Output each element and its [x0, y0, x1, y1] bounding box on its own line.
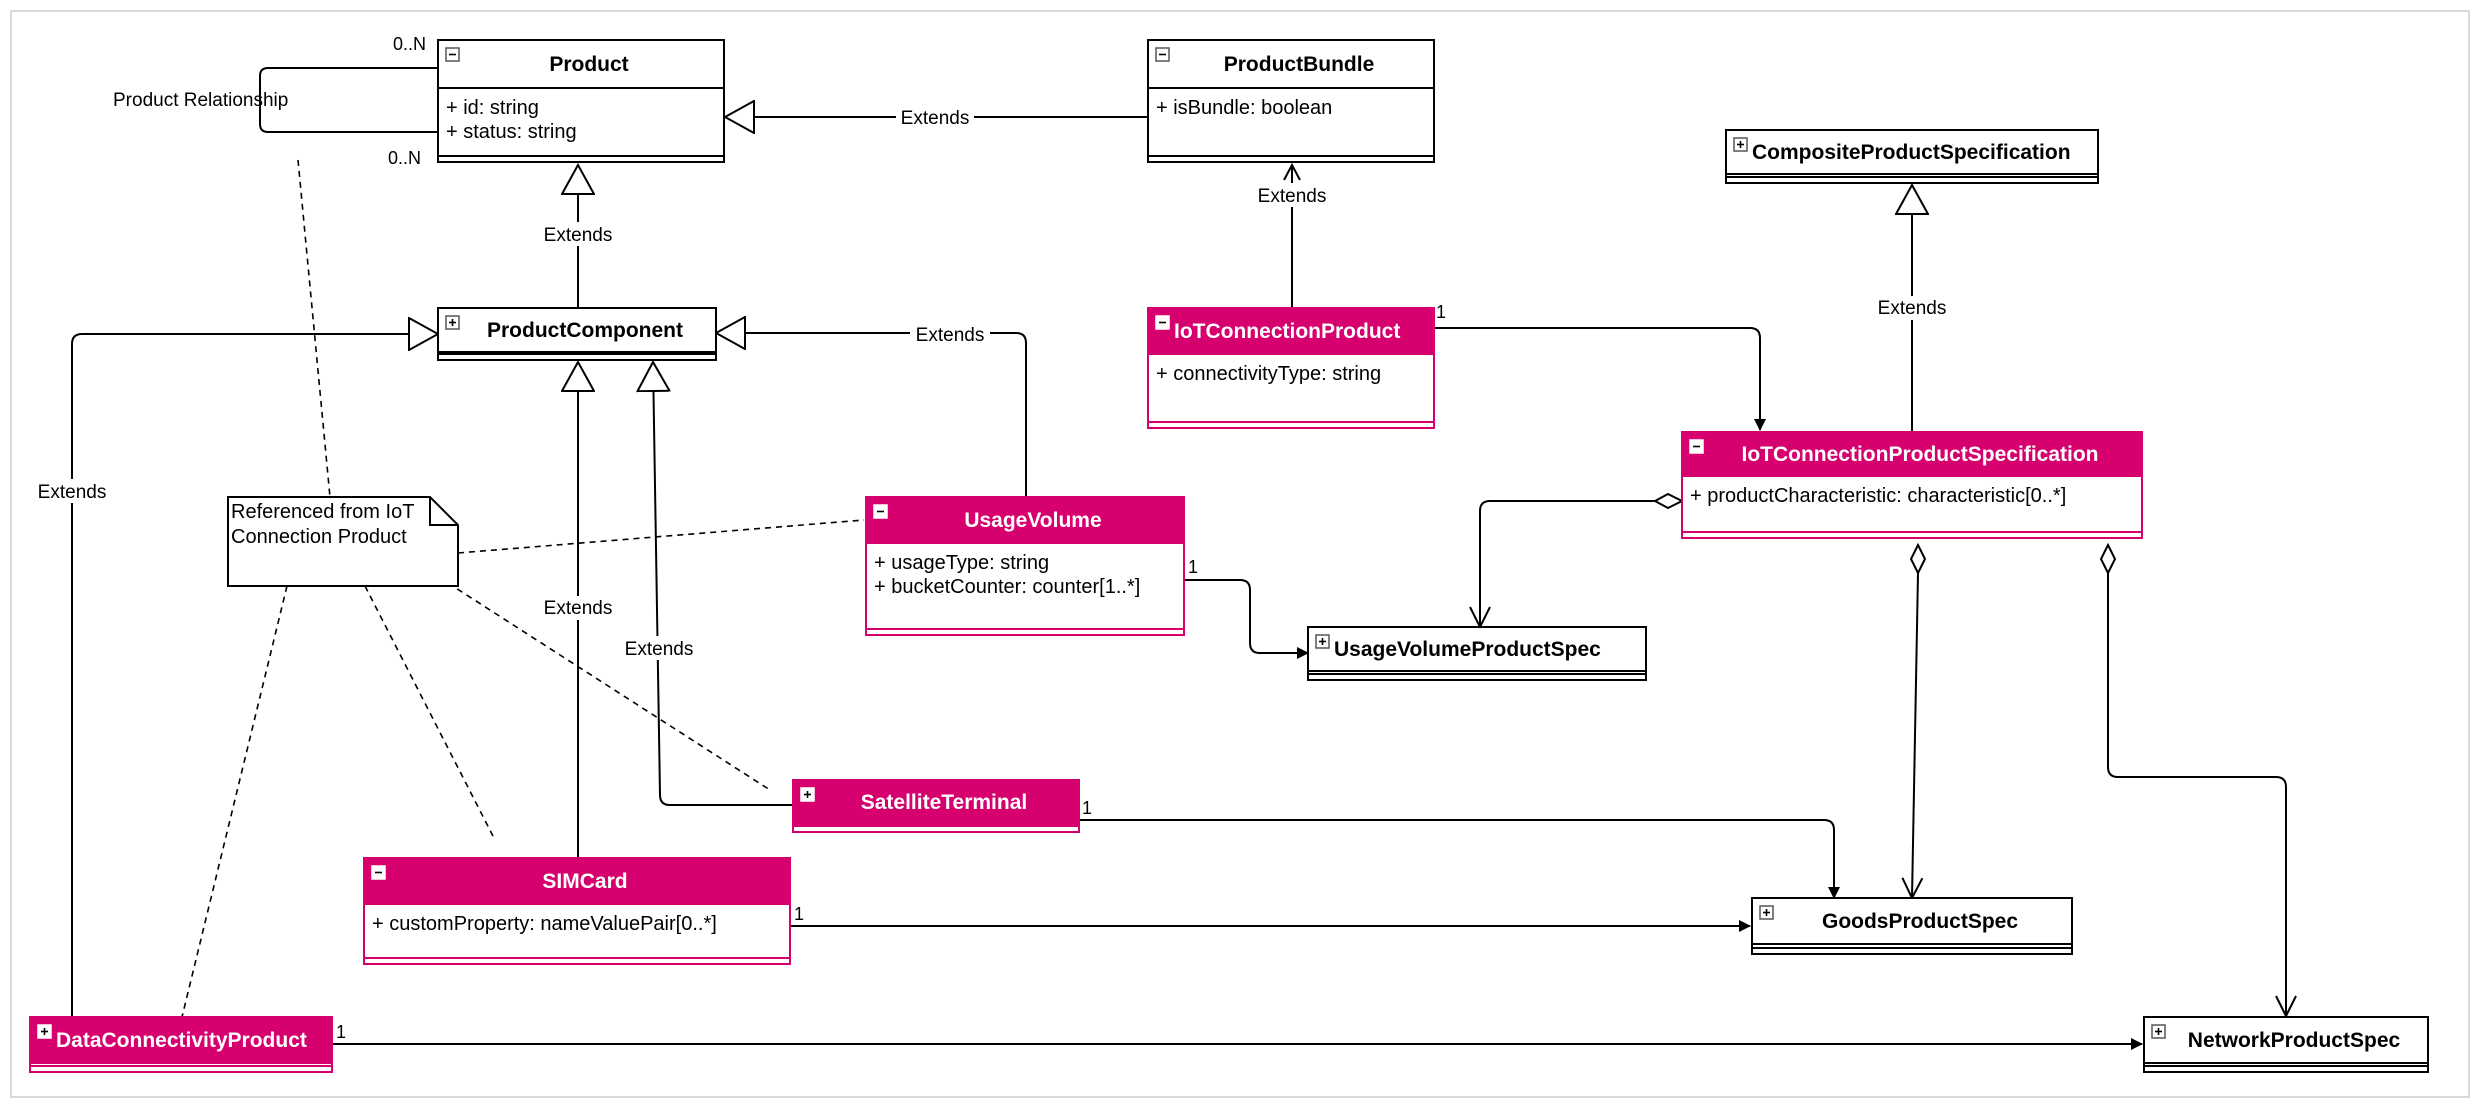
multiplicity-usage-volume: 1	[1188, 557, 1198, 577]
class-usage-volume-spec[interactable]: UsageVolumeProductSpec	[1307, 626, 1647, 681]
class-attribute: + customProperty: nameValuePair[0..*]	[372, 913, 717, 935]
class-name-usage-volume: UsageVolume	[964, 509, 1101, 532]
expand-toggle-icon[interactable]	[445, 315, 460, 330]
expand-toggle-icon[interactable]	[37, 1024, 52, 1039]
class-name-network-spec: NetworkProductSpec	[2188, 1029, 2401, 1052]
multiplicity-0n-bottom: 0..N	[388, 148, 421, 168]
multiplicity-simcard: 1	[794, 904, 804, 924]
expand-toggle-icon[interactable]	[1733, 137, 1748, 152]
extends-label-iot-spec: Extends	[1878, 298, 1947, 319]
class-iot-connection-product[interactable]: IoTConnectionProduct + connectivityType: …	[1147, 307, 1435, 429]
product-relationship-label: Product Relationship	[113, 90, 288, 111]
class-name-usage-volume-spec: UsageVolumeProductSpec	[1334, 638, 1601, 661]
class-name-iot-connection-spec: IoTConnectionProductSpecification	[1741, 443, 2098, 466]
multiplicity-0n-top: 0..N	[393, 34, 426, 54]
note-line-2: Connection Product	[231, 526, 407, 548]
note-references	[181, 159, 865, 1018]
class-data-connectivity[interactable]: DataConnectivityProduct	[29, 1016, 333, 1073]
iot-spec-aggregates-goods-spec-line	[1912, 572, 1918, 898]
collapse-toggle-icon[interactable]	[445, 47, 460, 62]
class-iot-connection-spec[interactable]: IoTConnectionProductSpecification + produ…	[1681, 431, 2143, 539]
reference-note: Referenced from IoT Connection Product	[227, 496, 459, 587]
class-network-spec[interactable]: NetworkProductSpec	[2143, 1016, 2429, 1073]
satellite-to-goods-association	[1079, 819, 1840, 899]
class-attribute: + isBundle: boolean	[1156, 97, 1332, 119]
iot-spec-aggregation-diamond-3	[2099, 542, 2117, 576]
collapse-toggle-icon[interactable]	[1155, 315, 1170, 330]
collapse-toggle-icon[interactable]	[1689, 439, 1704, 454]
class-sim-card[interactable]: SIMCard + customProperty: nameValuePair[0…	[363, 857, 791, 965]
collapse-toggle-icon[interactable]	[371, 865, 386, 880]
multiplicity-iot-product: 1	[1436, 302, 1446, 322]
collapse-toggle-icon[interactable]	[873, 504, 888, 519]
collapse-toggle-icon[interactable]	[1155, 47, 1170, 62]
multiplicity-satellite: 1	[1082, 798, 1092, 818]
expand-toggle-icon[interactable]	[1759, 905, 1774, 920]
note-line-1: Referenced from IoT	[231, 501, 414, 523]
extends-label-iot-product: Extends	[1258, 186, 1327, 207]
class-satellite-terminal[interactable]: SatelliteTerminal	[792, 779, 1080, 833]
class-name-satellite-terminal: SatelliteTerminal	[861, 791, 1028, 814]
extends-label-data-connectivity: Extends	[38, 482, 107, 503]
satellite-extends-component-line	[653, 362, 793, 806]
iot-product-to-spec-association	[1434, 327, 1766, 431]
class-attribute: + productCharacteristic: characteristic[…	[1690, 485, 2066, 507]
usage-volume-to-spec-association	[1185, 579, 1309, 659]
usage-volume-extends-component-line	[716, 333, 1027, 497]
diagram-frame	[10, 10, 2470, 1098]
extends-label-simcard: Extends	[544, 598, 613, 619]
extends-label-usage-volume: Extends	[916, 325, 985, 346]
class-attribute: + bucketCounter: counter[1..*]	[874, 576, 1140, 598]
extends-label-bundle: Extends	[901, 108, 970, 129]
class-boxes: Product+ id: string+ status: stringProdu…	[29, 39, 2429, 1073]
expand-toggle-icon[interactable]	[1315, 634, 1330, 649]
product-relationship-line	[259, 67, 438, 133]
note-ref-data-connectivity	[181, 585, 288, 1018]
class-name-product: Product	[549, 53, 628, 76]
iot-spec-aggregates-network-spec-line	[2107, 573, 2286, 1016]
iot-spec-aggregation-diamond-1	[1652, 492, 1685, 510]
class-product-component[interactable]: ProductComponent	[437, 307, 717, 361]
class-product-bundle[interactable]: ProductBundle + isBundle: boolean	[1147, 39, 1435, 163]
class-usage-volume[interactable]: UsageVolume + usageType: string+ bucketCo…	[865, 496, 1185, 636]
class-goods-spec[interactable]: GoodsProductSpec	[1751, 897, 2073, 955]
note-ref-simcard	[364, 585, 496, 841]
class-attribute: + usageType: string	[874, 552, 1049, 574]
data-connectivity-extends-component-line	[71, 334, 438, 1017]
class-name-iot-connection-product: IoTConnectionProduct	[1174, 320, 1400, 343]
class-attribute: + connectivityType: string	[1156, 363, 1381, 385]
iot-spec-aggregation-diamond-2	[1909, 542, 1927, 576]
extends-label-component: Extends	[544, 225, 613, 246]
class-name-data-connectivity: DataConnectivityProduct	[56, 1029, 307, 1052]
note-ref-satellite	[447, 582, 771, 791]
note-ref-usage-volume	[457, 519, 865, 554]
class-name-goods-spec: GoodsProductSpec	[1822, 910, 2018, 933]
note-ref-relationship	[297, 159, 331, 498]
class-attribute: + status: string	[446, 121, 577, 143]
class-name-composite-spec: CompositeProductSpecification	[1752, 141, 2071, 164]
iot-product-extends-bundle-arrow	[1283, 162, 1301, 181]
multiplicity-data-connectivity: 1	[336, 1022, 346, 1042]
extends-label-satellite: Extends	[625, 639, 694, 660]
iot-spec-aggregates-usage-spec-line	[1480, 500, 1655, 627]
class-attribute: + id: string	[446, 97, 539, 119]
class-name-product-component: ProductComponent	[487, 319, 683, 342]
class-name-product-bundle: ProductBundle	[1224, 53, 1375, 76]
class-product[interactable]: Product + id: string+ status: string	[437, 39, 725, 163]
expand-toggle-icon[interactable]	[2151, 1024, 2166, 1039]
connector-labels: Extends Extends Extends Extends Extends …	[32, 34, 2124, 1042]
class-composite-spec[interactable]: CompositeProductSpecification	[1725, 129, 2099, 184]
class-name-sim-card: SIMCard	[542, 870, 627, 893]
expand-toggle-icon[interactable]	[800, 787, 815, 802]
